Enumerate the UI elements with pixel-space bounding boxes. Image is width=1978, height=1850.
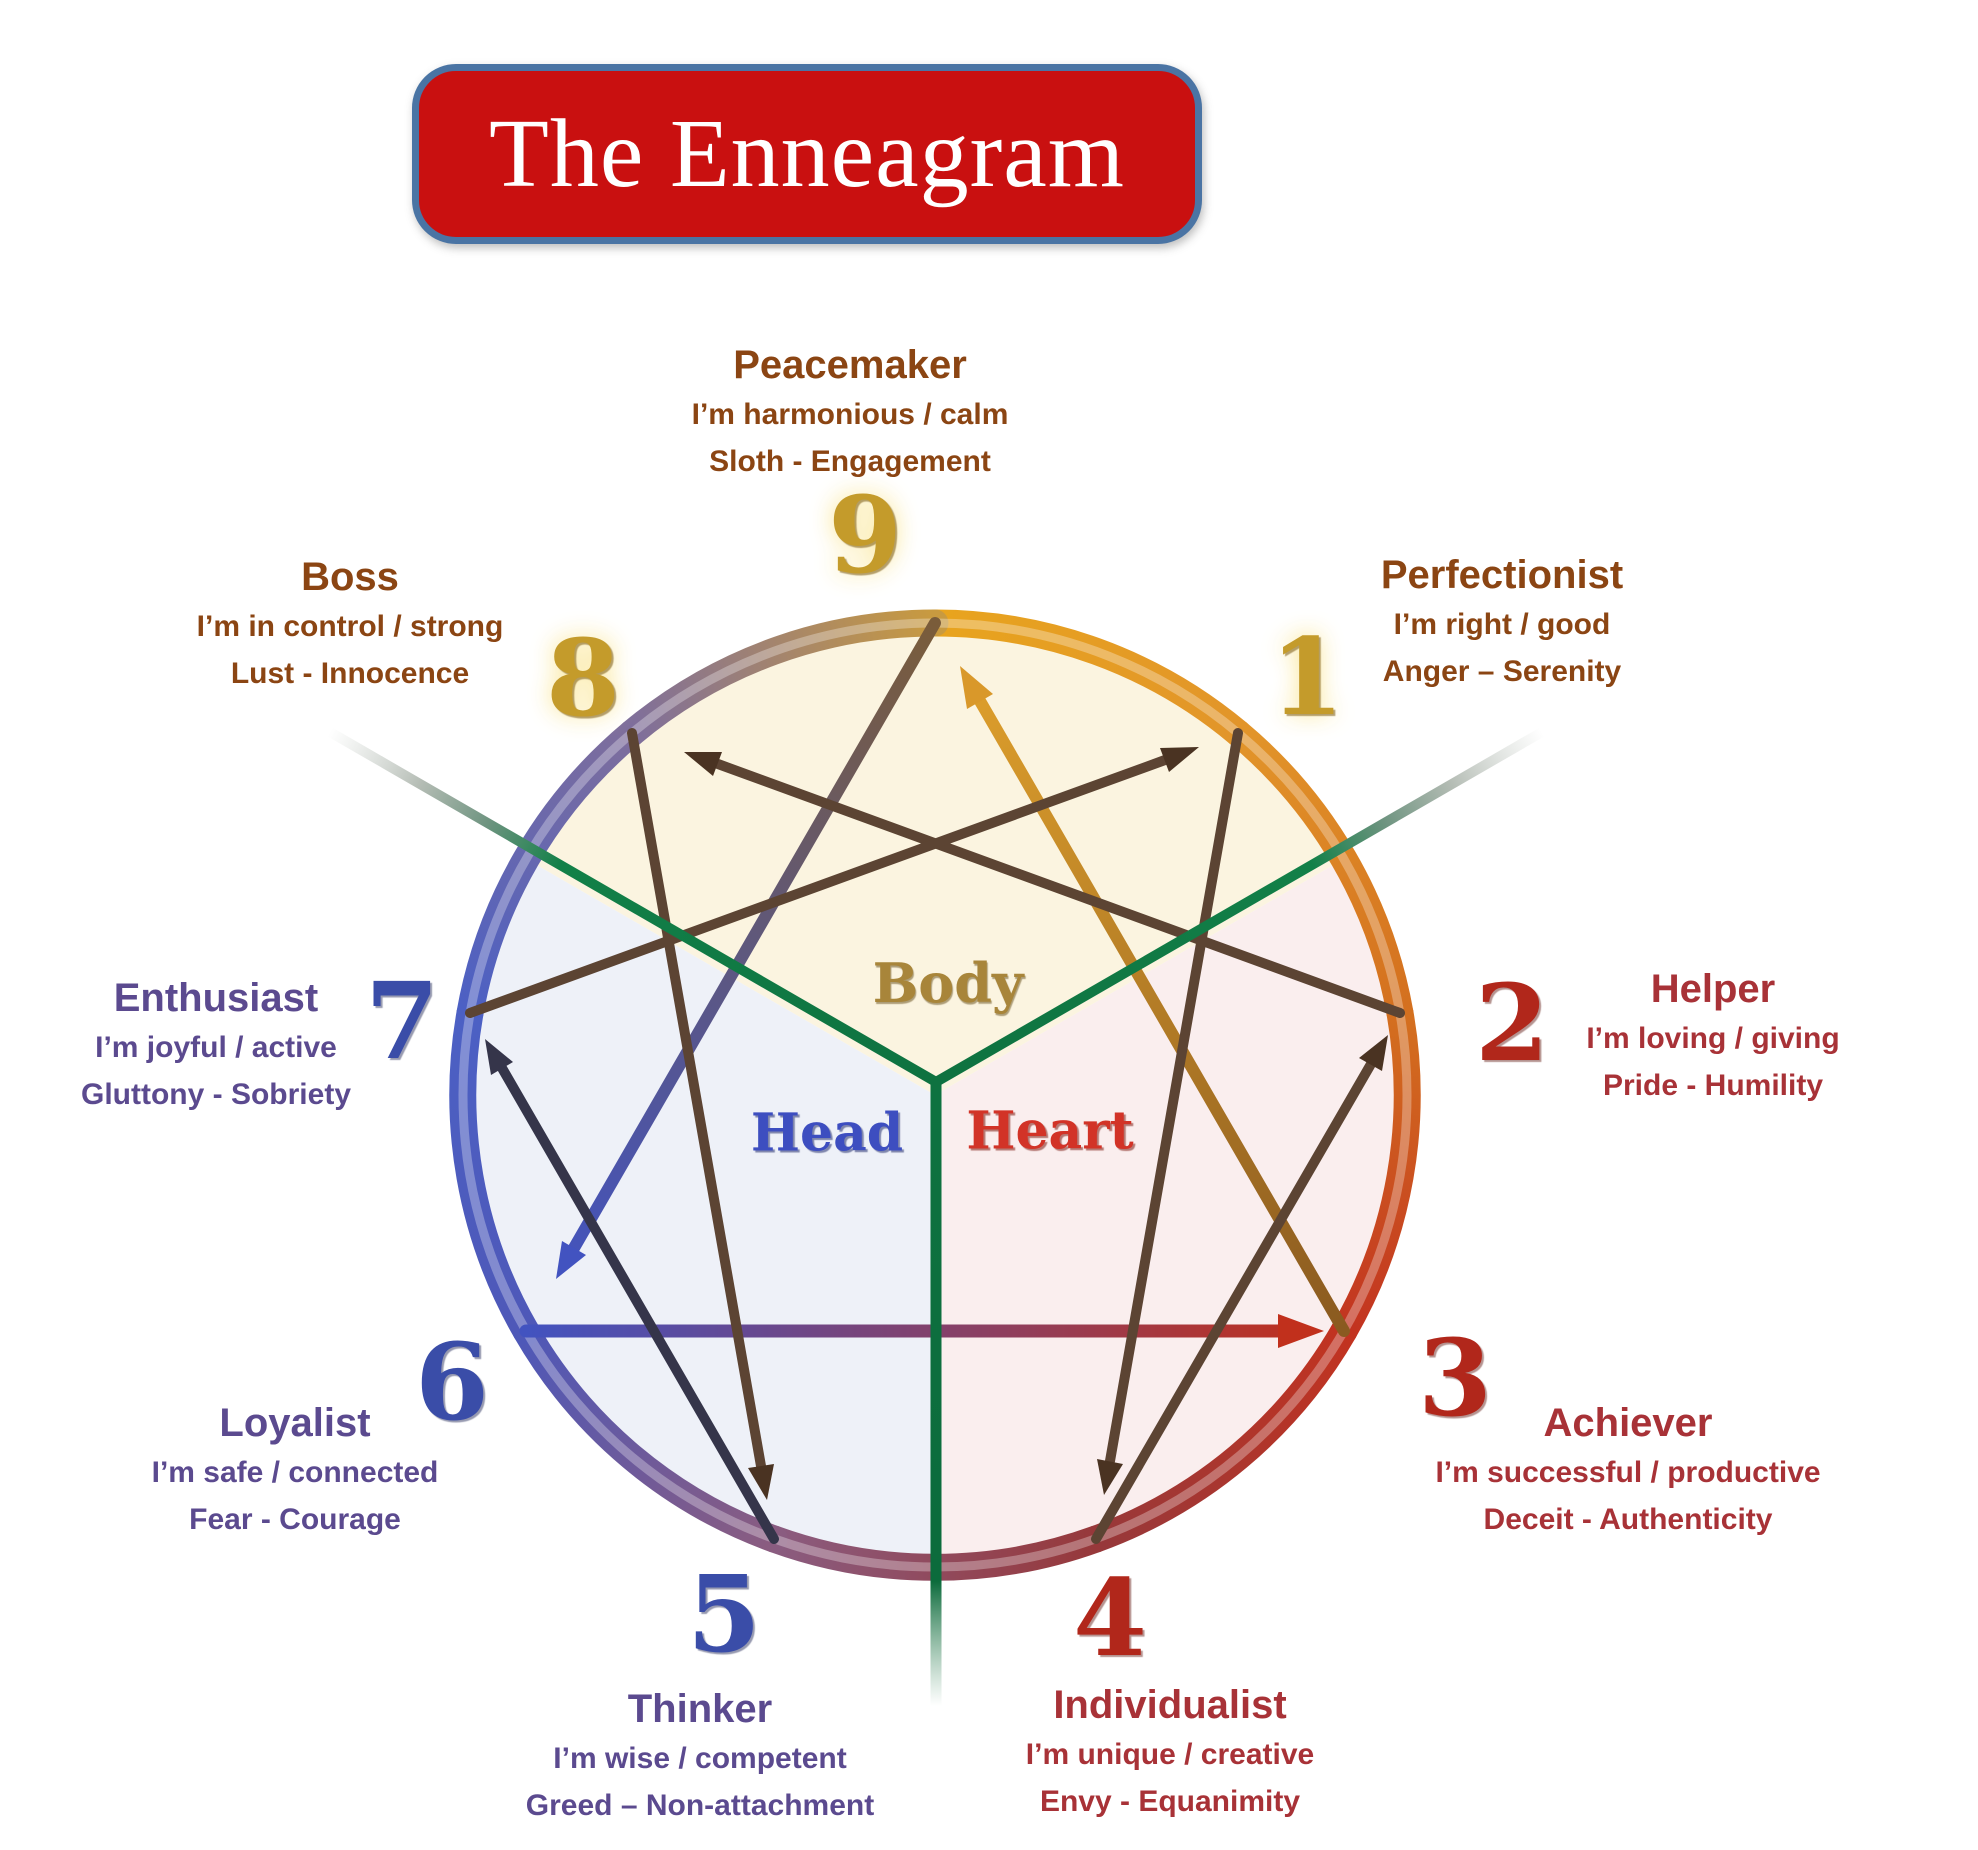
head-center-label: Head	[750, 1102, 904, 1164]
type-name: Peacemaker	[733, 343, 967, 387]
hexad-arrows	[465, 728, 1405, 1544]
type-vice-virtue: Fear - Courage	[189, 1503, 401, 1536]
type-vice-virtue: Lust - Innocence	[230, 657, 470, 690]
zone-fills	[476, 636, 1394, 1554]
arrow-1-to-4-head	[1097, 1459, 1123, 1495]
point-number-5: 5	[687, 1551, 761, 1676]
point-number-8: 8	[546, 615, 620, 740]
type-vice-virtue: Gluttony - Sobriety	[81, 1078, 351, 1111]
type-vice-virtue: Pride - Humility	[1602, 1069, 1824, 1102]
type-identity: I’m successful / productive	[1435, 1456, 1821, 1489]
type-name: Boss	[301, 555, 399, 599]
type-vice-virtue: Deceit - Authenticity	[1483, 1503, 1773, 1536]
heart-center-label: Heart	[966, 1100, 1134, 1162]
type-identity: I’m unique / creative	[1025, 1738, 1315, 1771]
body-zone-fill	[537, 636, 1333, 1095]
ring-segment-7-8	[456, 719, 646, 1027]
ring-segment-6-7	[449, 999, 540, 1345]
arrow-8-to-5-head	[748, 1464, 774, 1500]
arrow-7-to-1-head	[1160, 747, 1199, 772]
body-center-label: Body	[872, 951, 1024, 1015]
point-number-1: 1	[1270, 614, 1344, 739]
heart-zone-fill	[935, 865, 1394, 1554]
ring-segment-9-1	[921, 609, 1252, 747]
point-number-6: 6	[415, 1319, 489, 1444]
arrow-5-to-7-head	[485, 1039, 513, 1075]
arrow-5-to-7-shaft	[497, 1063, 779, 1544]
point-number-2: 2	[1475, 960, 1549, 1085]
arrow-4-to-2-shaft	[1091, 1059, 1376, 1544]
type-label-9-peacemaker: Peacemaker I’m harmonious / calm Sloth -…	[692, 339, 1009, 485]
arrow-6-to-3-head	[1278, 1314, 1324, 1348]
type-name: Thinker	[627, 1687, 773, 1731]
ring-segment-2-3	[1330, 999, 1421, 1345]
arrow-7-to-1-shaft	[465, 755, 1170, 1018]
point-number-9: 9	[828, 472, 902, 597]
type-label-1-perfectionist: Perfectionist I’m right / good Anger – S…	[1381, 549, 1623, 695]
type-name: Perfectionist	[1380, 553, 1624, 597]
type-identity: I’m safe / connected	[151, 1456, 439, 1489]
center-divider-lines	[325, 727, 1547, 1712]
point-number-3: 3	[1418, 1315, 1492, 1440]
type-name: Loyalist	[219, 1401, 371, 1445]
type-identity: I’m right / good	[1393, 608, 1611, 641]
type-label-2-helper: Helper I’m loving / giving Pride - Humil…	[1586, 963, 1839, 1109]
arrow-8-to-5-shaft	[627, 728, 766, 1471]
divider-upper-left	[325, 727, 941, 1087]
arrow-1-to-4-shaft	[1105, 728, 1243, 1466]
type-name: Individualist	[1053, 1683, 1287, 1727]
type-vice-virtue: Sloth - Engagement	[709, 445, 991, 478]
title-banner: The Enneagram	[412, 64, 1202, 244]
type-label-7-enthusiast: Enthusiast I’m joyful / active Gluttony …	[81, 972, 351, 1118]
type-identity: I’m joyful / active	[95, 1031, 337, 1064]
ring-segment-1-2	[1224, 719, 1414, 1027]
type-label-5-thinker: Thinker I’m wise / competent Greed – Non…	[526, 1683, 874, 1829]
type-name: Achiever	[1543, 1401, 1713, 1445]
ring-segment-8-9	[618, 609, 949, 747]
arrow-9-to-6-shaft	[568, 617, 941, 1254]
arrow-9-to-6-head	[556, 1241, 586, 1279]
type-label-4-individualist: Individualist I’m unique / creative Envy…	[1026, 1679, 1314, 1825]
ring-segment-5-6	[512, 1317, 788, 1553]
head-zone-fill	[476, 865, 935, 1554]
type-label-8-boss: Boss I’m in control / strong Lust - Inno…	[197, 551, 504, 697]
page-title: The Enneagram	[488, 100, 1126, 208]
type-label-3-achiever: Achiever I’m successful / productive Dec…	[1435, 1397, 1820, 1543]
type-identity: I’m loving / giving	[1586, 1022, 1840, 1055]
type-vice-virtue: Anger – Serenity	[1382, 655, 1622, 688]
divider-upper-right	[931, 727, 1547, 1087]
outer-ring	[449, 609, 1421, 1581]
type-name: Helper	[1650, 967, 1776, 1011]
arrow-3-to-9-head	[960, 666, 993, 709]
type-identity: I’m in control / strong	[196, 610, 504, 643]
type-identity: I’m wise / competent	[553, 1742, 847, 1775]
type-name: Enthusiast	[113, 976, 319, 1020]
point-number-7: 7	[365, 958, 439, 1083]
arrow-2-to-8-shaft	[713, 759, 1405, 1018]
type-vice-virtue: Envy - Equanimity	[1039, 1785, 1301, 1818]
point-number-4: 4	[1073, 1555, 1147, 1680]
type-label-6-loyalist: Loyalist I’m safe / connected Fear - Cou…	[152, 1397, 439, 1543]
type-vice-virtue: Greed – Non-attachment	[525, 1789, 875, 1822]
arrow-4-to-2-head	[1359, 1035, 1388, 1071]
ring-segment-3-4	[1082, 1317, 1358, 1553]
arrow-2-to-8-head	[684, 752, 722, 776]
type-identity: I’m harmonious / calm	[691, 398, 1009, 431]
